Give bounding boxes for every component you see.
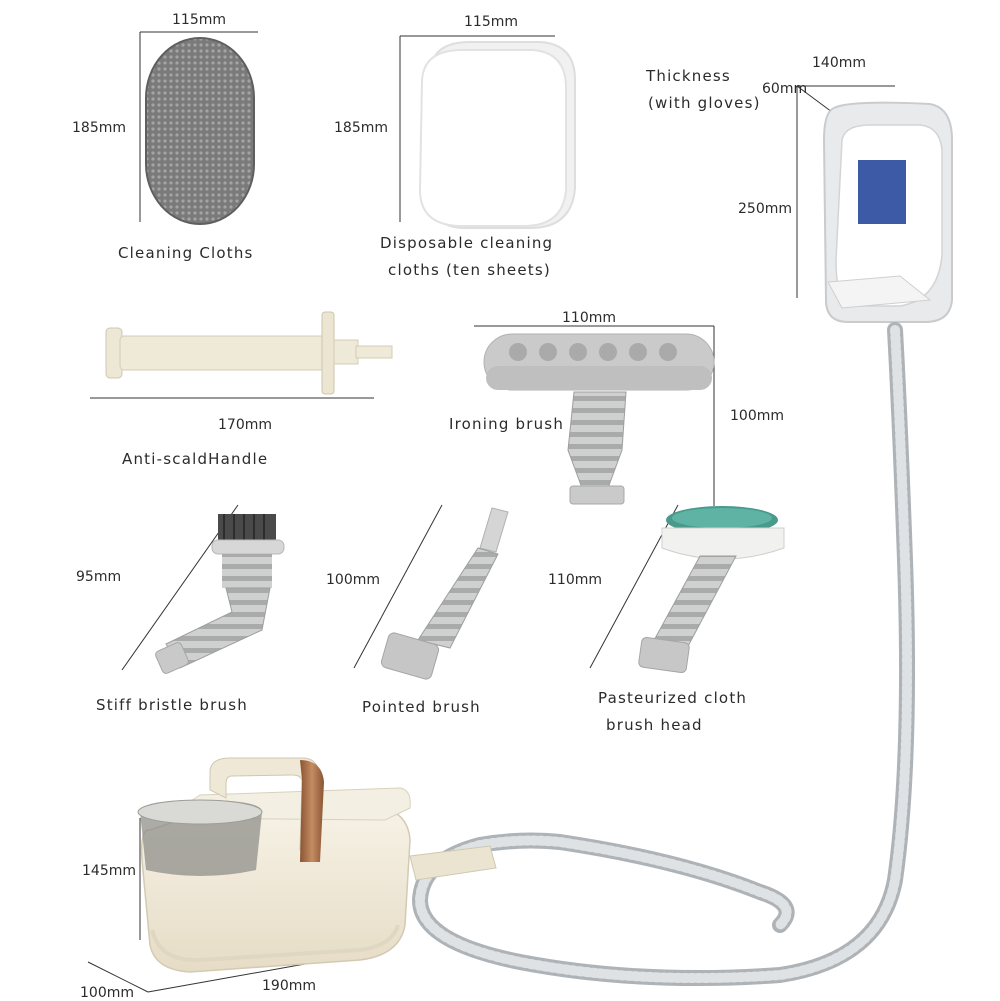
pasteurized-height-dim: 110mm [548,572,602,588]
ironing-brush-label: Ironing brush [449,415,565,433]
pasteurized-label-line1: Pasteurized cloth [598,689,748,707]
pointed-height-dim: 100mm [326,572,380,588]
anti-scald-handle-label: Anti-scaldHandle [122,450,269,468]
steamer-body [87,757,497,993]
pointed-brush-label: Pointed brush [362,698,481,716]
disposable-width-dim: 115mm [464,14,518,30]
pasteurized-label-line2: brush head [606,716,703,734]
glove-tag [858,160,906,224]
ironing-height-dim: 100mm [730,408,784,424]
glove-width-dim: 140mm [812,55,866,71]
handle-length-dim: 170mm [218,417,272,433]
ironing-brush [474,325,715,506]
anti-scald-handle [90,311,393,399]
stiff-height-dim: 95mm [76,569,122,585]
disposable-cloths [399,35,576,229]
base-height-dim: 145mm [82,863,136,879]
cloth-height-dim: 185mm [72,120,126,136]
disposable-height-dim: 185mm [334,120,388,136]
pasteurized-brush-head [589,504,785,674]
base-depth-dim: 100mm [80,985,134,1001]
cleaning-cloths-label: Cleaning Cloths [118,244,254,262]
disposable-label-line1: Disposable cleaning [380,234,554,252]
microfiber-cloth [139,31,258,225]
glove-cover [796,85,953,323]
cloth-width-dim: 115mm [172,12,226,28]
ironing-width-dim: 110mm [562,310,616,326]
pointed-brush [353,504,509,680]
stiff-bristle-brush [121,504,285,674]
thickness-label-line2: (with gloves) [648,94,761,112]
stiff-bristle-label: Stiff bristle brush [96,696,248,714]
glove-thickness-dim: 60mm [762,81,808,97]
glove-height-dim: 250mm [738,201,792,217]
thickness-label-line1: Thickness [646,67,731,85]
disposable-label-line2: cloths (ten sheets) [388,261,551,279]
base-width-dim: 190mm [262,978,316,994]
